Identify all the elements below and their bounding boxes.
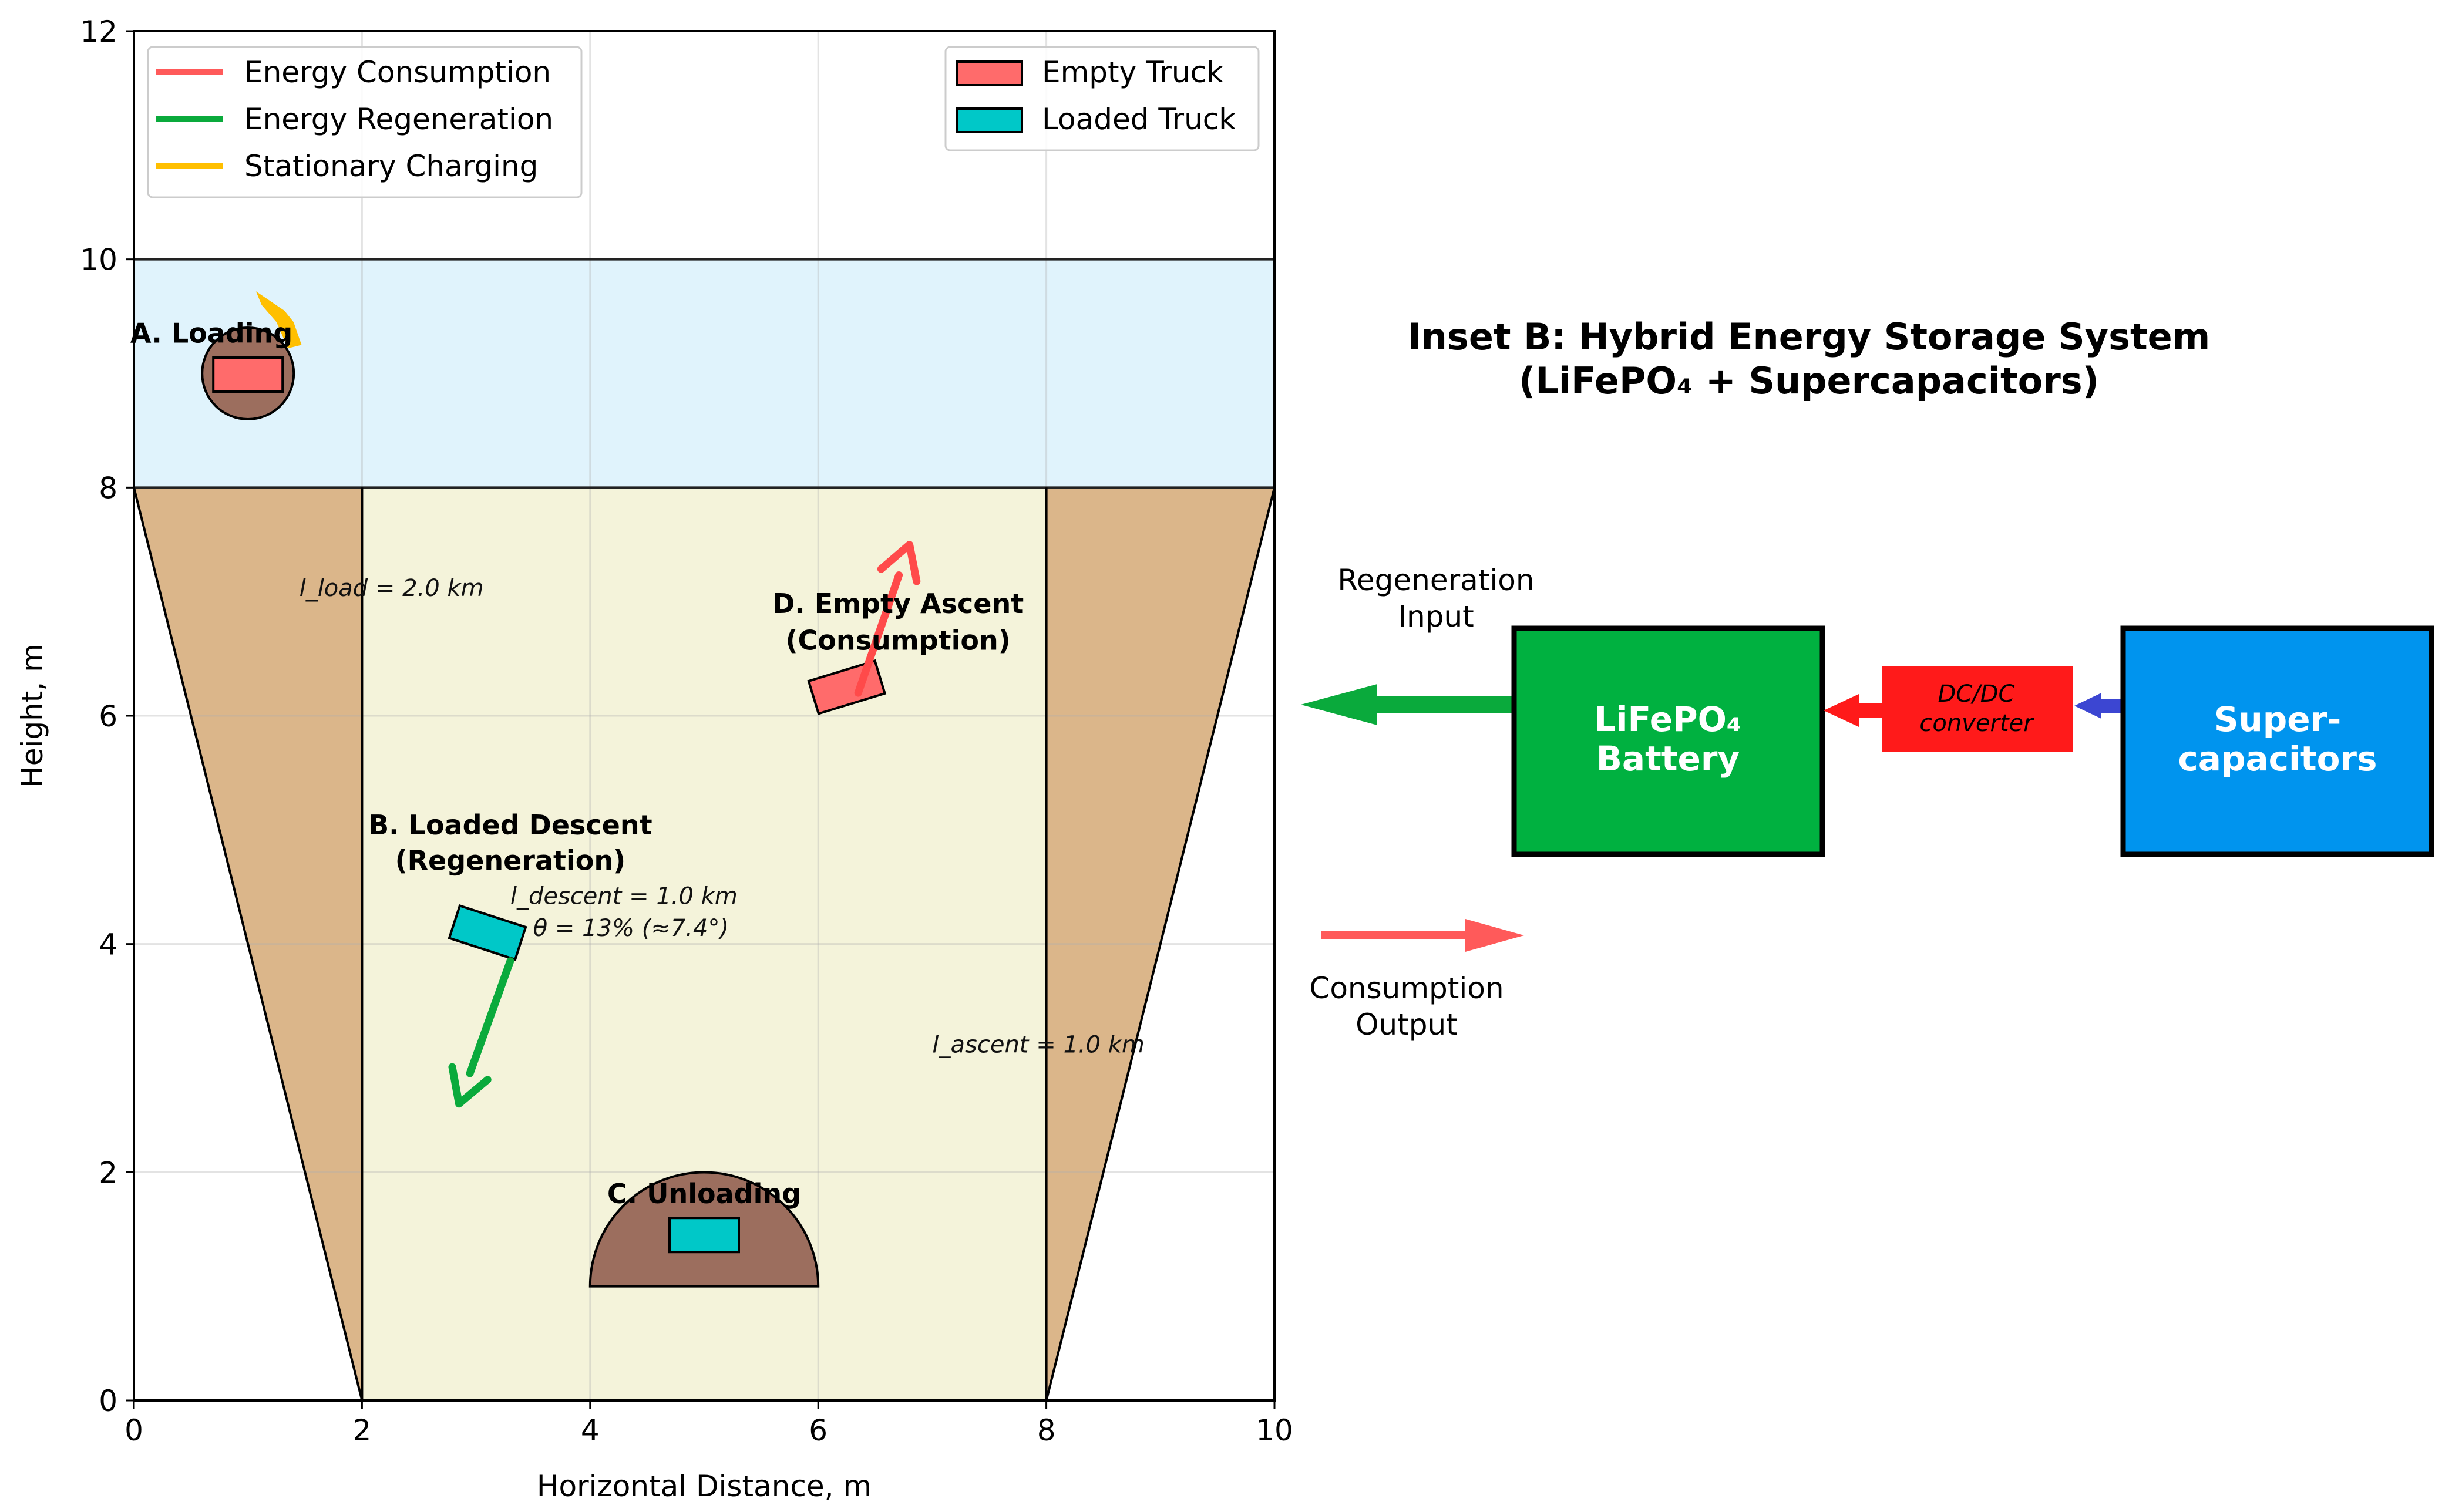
battery-label-line1: LiFePO₄ xyxy=(1595,699,1742,739)
left-slope-line xyxy=(133,487,364,1401)
ascent-length-annotation: l_ascent = 1.0 km xyxy=(932,1031,1145,1058)
y-tick-label: 10 xyxy=(80,243,117,277)
empty-ascent-phase: D. Empty Ascent (Consumption) xyxy=(772,541,1024,715)
consumption-arrow xyxy=(854,541,921,697)
arrow-head xyxy=(448,1063,492,1108)
x-axis-label: Horizontal Distance, m xyxy=(537,1469,872,1503)
ascent-label: D. Empty Ascent xyxy=(772,588,1024,619)
empty-truck-swatch xyxy=(956,60,1023,86)
y-axis-ticks: 0 2 4 6 8 10 12 xyxy=(80,15,134,1418)
x-tick-label: 0 xyxy=(125,1413,143,1447)
supercap-label-line2: capacitors xyxy=(2178,739,2377,779)
loaded-truck-label: Loaded Truck xyxy=(1042,102,1236,136)
lifepo4-battery-block xyxy=(1511,625,1825,857)
battery-label-line2: Battery xyxy=(1596,739,1740,779)
x-tick-label: 6 xyxy=(809,1413,828,1447)
descent-label: B. Loaded Descent xyxy=(368,809,652,841)
regeneration-input-arrow xyxy=(1301,684,1512,725)
energy-legend-box xyxy=(147,46,583,198)
converter-label-line1: DC/DC xyxy=(1938,681,2015,708)
supercap-label-line1: Super- xyxy=(2214,699,2342,739)
regeneration-input-label-line2: Input xyxy=(1398,600,1474,634)
converter-to-battery-arrow xyxy=(1824,694,1888,727)
loaded-truck-swatch xyxy=(956,107,1023,133)
consumption-output-label-line2: Output xyxy=(1356,1008,1458,1042)
y-tick-label: 6 xyxy=(99,699,117,733)
supercapacitors-block xyxy=(2120,625,2434,857)
right-slope-line xyxy=(1045,487,1276,1401)
x-tick-label: 2 xyxy=(352,1413,371,1447)
truck-legend-box xyxy=(944,46,1260,151)
empty-truck-label: Empty Truck xyxy=(1042,55,1223,89)
loaded-truck-descending xyxy=(448,904,527,961)
hybrid-energy-storage-inset: Inset B: Hybrid Energy Storage System (L… xyxy=(1301,315,2434,1042)
converter-label-line2: converter xyxy=(1919,710,2034,737)
dc-dc-converter-block xyxy=(1882,666,2073,752)
energy-regeneration-label: Energy Regeneration xyxy=(244,102,553,136)
unloading-label: C. Unloading xyxy=(607,1178,801,1210)
slope-annotation: θ = 13% (≈7.4°) xyxy=(533,915,729,942)
surface-zone xyxy=(134,259,1274,488)
consumption-output-arrow xyxy=(1321,919,1524,952)
load-length-annotation: l_load = 2.0 km xyxy=(300,575,484,602)
arrow-shaft xyxy=(854,571,903,697)
truck-state-legend: Empty Truck Loaded Truck xyxy=(944,46,1260,151)
zone-boundaries xyxy=(133,258,1276,1401)
loading-label: A. Loading xyxy=(130,318,292,349)
energy-flow-legend: Energy Consumption Energy Regeneration S… xyxy=(147,46,583,198)
stationary-charging-icon xyxy=(255,291,302,349)
energy-consumption-label: Energy Consumption xyxy=(244,55,551,89)
mine-cross-section-plot: A. Loading C. Unloading B. Loaded Descen… xyxy=(15,15,1293,1503)
y-tick-label: 0 xyxy=(99,1384,117,1418)
y-tick-label: 8 xyxy=(99,471,117,505)
stationary-charging-label: Stationary Charging xyxy=(244,149,538,183)
x-tick-label: 4 xyxy=(581,1413,600,1447)
regeneration-input-label-line1: Regeneration xyxy=(1337,563,1534,597)
supercap-to-converter-arrow xyxy=(2074,693,2123,719)
y-tick-label: 12 xyxy=(80,15,117,49)
inset-title-line1: Inset B: Hybrid Energy Storage System xyxy=(1408,315,2211,358)
arrow-head xyxy=(877,541,921,585)
descent-length-annotation: l_descent = 1.0 km xyxy=(510,883,738,910)
empty-truck-at-loading xyxy=(212,356,284,393)
loaded-descent-phase: B. Loaded Descent (Regeneration) xyxy=(368,809,652,1108)
y-tick-label: 4 xyxy=(99,928,117,962)
x-tick-label: 8 xyxy=(1037,1413,1056,1447)
regeneration-arrow xyxy=(448,957,514,1108)
ascent-sublabel: (Consumption) xyxy=(786,624,1011,656)
y-axis-label: Height, m xyxy=(15,644,49,788)
y-tick-label: 2 xyxy=(99,1156,117,1190)
arrow-shaft xyxy=(466,957,514,1077)
loaded-truck-at-unloading xyxy=(668,1217,740,1254)
descent-sublabel: (Regeneration) xyxy=(395,844,626,876)
x-tick-label: 10 xyxy=(1256,1413,1293,1447)
consumption-output-label-line1: Consumption xyxy=(1309,971,1504,1005)
x-axis-ticks: 0 2 4 6 8 10 xyxy=(125,1400,1293,1447)
loading-station: A. Loading xyxy=(130,291,302,420)
unloading-station: C. Unloading xyxy=(588,1171,820,1288)
inset-title-line2: (LiFePO₄ + Supercapacitors) xyxy=(1519,359,2099,402)
